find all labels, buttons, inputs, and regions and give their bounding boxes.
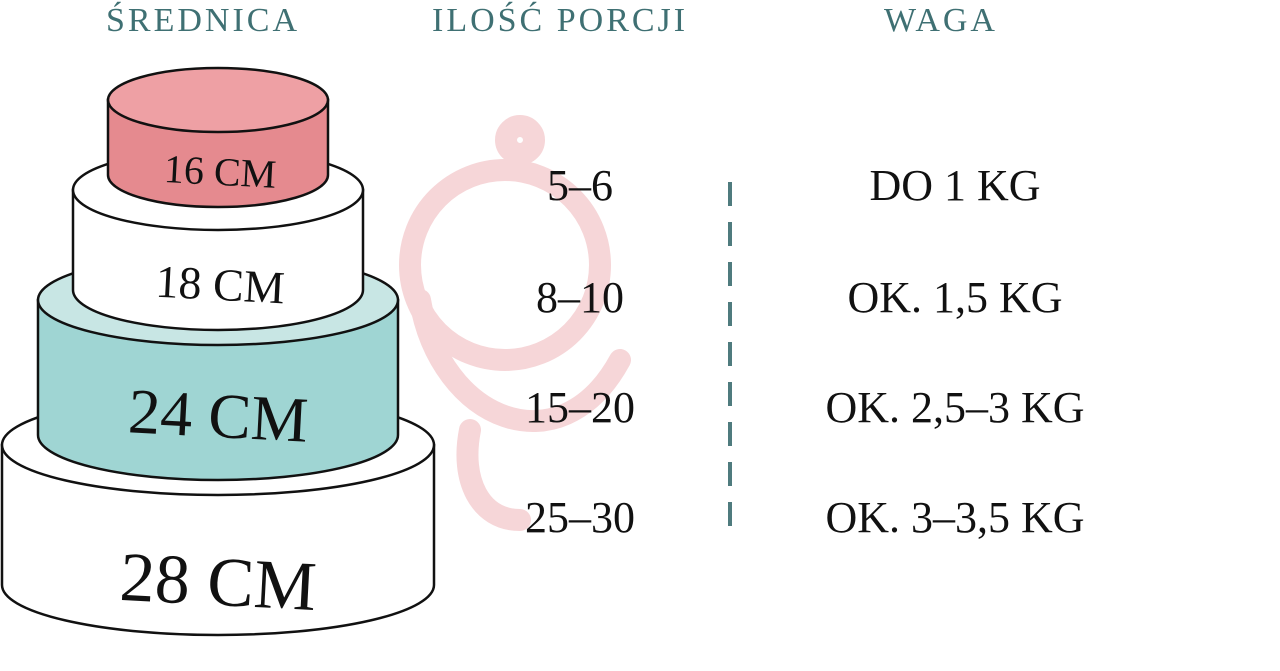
header-portions: ILOŚĆ PORCJI xyxy=(432,2,689,39)
portions-column: 5–6 8–10 15–20 25–30 xyxy=(480,160,680,560)
weight-value: DO 1 KG xyxy=(869,161,1041,210)
portions-value: 5–6 xyxy=(547,161,613,210)
watermark-icon xyxy=(399,115,631,531)
portions-value: 8–10 xyxy=(536,273,624,322)
tier-label-16: 16 CM xyxy=(163,146,277,197)
tier-label-18: 18 CM xyxy=(154,256,286,314)
tier-label-28: 28 CM xyxy=(118,539,318,626)
weight-value: OK. 2,5–3 KG xyxy=(825,383,1085,432)
header-diameter: ŚREDNICA xyxy=(106,2,301,39)
weight-value: OK. 3–3,5 KG xyxy=(825,493,1085,542)
portions-value: 25–30 xyxy=(525,493,635,542)
weight-column: DO 1 KG OK. 1,5 KG OK. 2,5–3 KG OK. 3–3,… xyxy=(770,160,1140,560)
portions-value: 15–20 xyxy=(525,383,635,432)
tier-16 xyxy=(106,66,330,209)
tier-label-24: 24 CM xyxy=(127,375,310,455)
header-weight: WAGA xyxy=(884,2,998,39)
weight-value: OK. 1,5 KG xyxy=(847,273,1063,322)
